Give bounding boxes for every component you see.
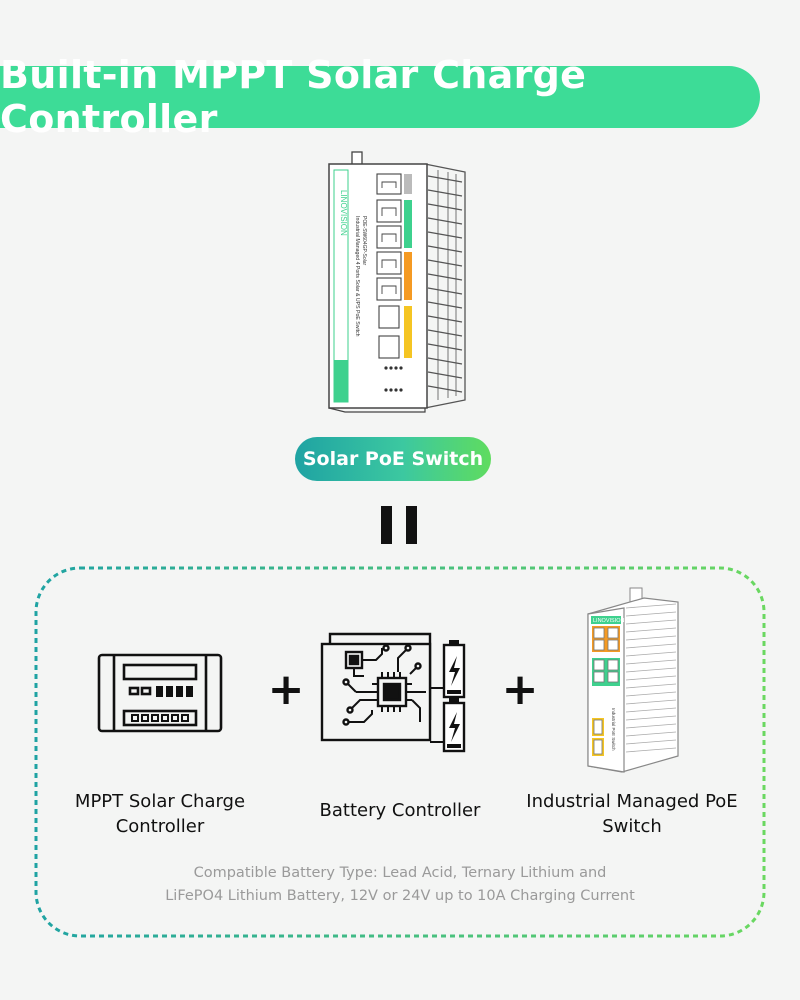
solar-poe-switch-illustration: LINOVISION Industrial Managed 4 Ports So…: [328, 151, 466, 413]
hero-brand: LINOVISION: [339, 190, 348, 236]
small-device-description: Industrial PoE Switch: [611, 708, 616, 751]
compatibility-note: Compatible Battery Type: Lead Acid, Tern…: [80, 862, 720, 908]
page-title: Built-in MPPT Solar Charge Controller: [0, 53, 587, 141]
plus-sign-icon: +: [267, 664, 305, 715]
mppt-controller-label: MPPT Solar Charge Controller: [50, 789, 270, 839]
title-banner: Built-in MPPT Solar Charge Controller: [0, 53, 760, 141]
compatibility-note-line: LiFePO4 Lithium Battery, 12V or 24V up t…: [165, 888, 635, 904]
poe-switch-label: Industrial Managed PoE Switch: [512, 789, 752, 839]
battery-controller-label: Battery Controller: [290, 798, 510, 823]
hero-model: POE-SW604GP-Solar: [361, 216, 367, 266]
mppt-controller-icon: [97, 653, 223, 733]
poe-switch-label-line: Industrial Managed PoE: [526, 791, 738, 812]
battery-controller-icon: [320, 632, 466, 753]
small-device-brand: LINOVISION: [593, 618, 625, 624]
compatibility-note-line: Compatible Battery Type: Lead Acid, Tern…: [193, 865, 607, 881]
poe-switch-icon: LINOVISION Industrial PoE Switch: [587, 587, 679, 773]
hero-ports: [376, 173, 402, 359]
components-container: [34, 566, 766, 938]
plus-sign-icon: +: [501, 664, 539, 715]
mppt-controller-label-line: MPPT Solar Charge: [74, 791, 246, 812]
battery-charge-icon: [442, 640, 466, 753]
product-badge: Solar PoE Switch: [295, 437, 491, 481]
poe-switch-label-line: Switch: [602, 816, 662, 837]
battery-controller-label-line: Battery Controller: [319, 800, 481, 821]
hero-description: Industrial Managed 4 Ports Solar & UPS P…: [354, 216, 360, 337]
heatsink-fins: [424, 163, 466, 409]
equals-sign-icon: [381, 506, 417, 544]
mppt-controller-label-line: Controller: [115, 816, 205, 837]
